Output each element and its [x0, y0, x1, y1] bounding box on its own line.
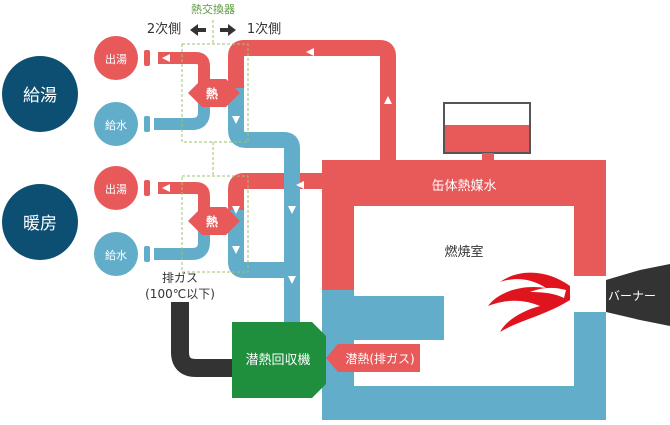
- secondary-side-label: 2次側: [147, 21, 181, 37]
- burner-label: バーナー: [608, 289, 656, 303]
- arrow-down-icon: [288, 206, 296, 214]
- primary-return-upper: [228, 88, 300, 326]
- outlet-circle-upper: [94, 36, 138, 80]
- arrow-left-icon: [162, 54, 170, 62]
- flow-arrows: [162, 48, 392, 284]
- combustion-chamber-label: 燃焼室: [444, 244, 483, 260]
- valve-knobs: [144, 50, 150, 262]
- boiler-water-label: 缶体熱媒水: [431, 179, 496, 194]
- arrow-left-icon: [190, 24, 206, 36]
- outlet-circle-lower: [94, 166, 138, 210]
- secondary-cold-inlet-upper: [154, 94, 210, 130]
- heating-circle: [2, 184, 78, 260]
- svg-text:熱: 熱: [206, 86, 218, 101]
- svg-text:熱: 熱: [206, 214, 218, 229]
- arrow-down-icon: [288, 276, 296, 284]
- secondary-hot-outlet-upper: [158, 52, 210, 88]
- heat-exchanger-guides: [181, 20, 249, 273]
- exhaust-inflow-arrow: [326, 344, 420, 372]
- arrow-left-icon: [296, 181, 304, 189]
- svg-text:出湯: 出湯: [105, 182, 127, 196]
- exhaust-inflow-label: 潜熱(排ガス): [345, 352, 414, 366]
- heating-label: 暖房: [23, 214, 57, 234]
- exhaust-outlet-label-line2: (100℃以下): [145, 287, 215, 301]
- hot-water-supply-circle: [2, 56, 78, 132]
- heat-exchanger-lower: 熱: [188, 207, 240, 235]
- primary-return-lower: [228, 210, 292, 278]
- svg-text:出湯: 出湯: [105, 52, 127, 66]
- secondary-cold-inlet-lower: [154, 222, 210, 260]
- latent-heat-recovery-unit: [232, 322, 326, 398]
- inlet-circle-lower: [94, 232, 138, 276]
- arrow-left-icon: [162, 184, 170, 192]
- burner: [606, 264, 670, 326]
- primary-hot-supply-lower: [228, 173, 326, 230]
- combustion-chamber: [354, 206, 606, 386]
- recovery-unit-label: 潜熱回収機: [245, 353, 310, 368]
- expansion-tank-neck: [482, 153, 494, 162]
- exhaust-outlet-label-line1: 排ガス: [162, 271, 198, 285]
- expansion-tank-water: [445, 125, 529, 152]
- arrow-down-icon: [232, 116, 240, 124]
- heat-exchanger-title: 熱交換器: [191, 2, 235, 16]
- arrow-up-icon: [384, 96, 392, 104]
- arrow-right-icon: [220, 24, 236, 36]
- svg-text:給水: 給水: [105, 248, 127, 262]
- exhaust-outlet-pipe: [171, 302, 236, 377]
- svg-text:給水: 給水: [105, 118, 127, 132]
- secondary-hot-outlet-lower: [158, 182, 210, 216]
- primary-hot-supply-upper: [228, 40, 396, 162]
- inlet-circle-upper: [94, 102, 138, 146]
- hot-water-supply-label: 給湯: [23, 86, 57, 106]
- arrow-down-icon: [232, 246, 240, 254]
- primary-side-label: 1次側: [247, 21, 281, 37]
- arrow-down-icon: [232, 206, 240, 214]
- arrow-left-icon: [306, 48, 314, 56]
- heat-exchanger-upper: 熱: [188, 79, 240, 107]
- flame-icon: [488, 272, 570, 332]
